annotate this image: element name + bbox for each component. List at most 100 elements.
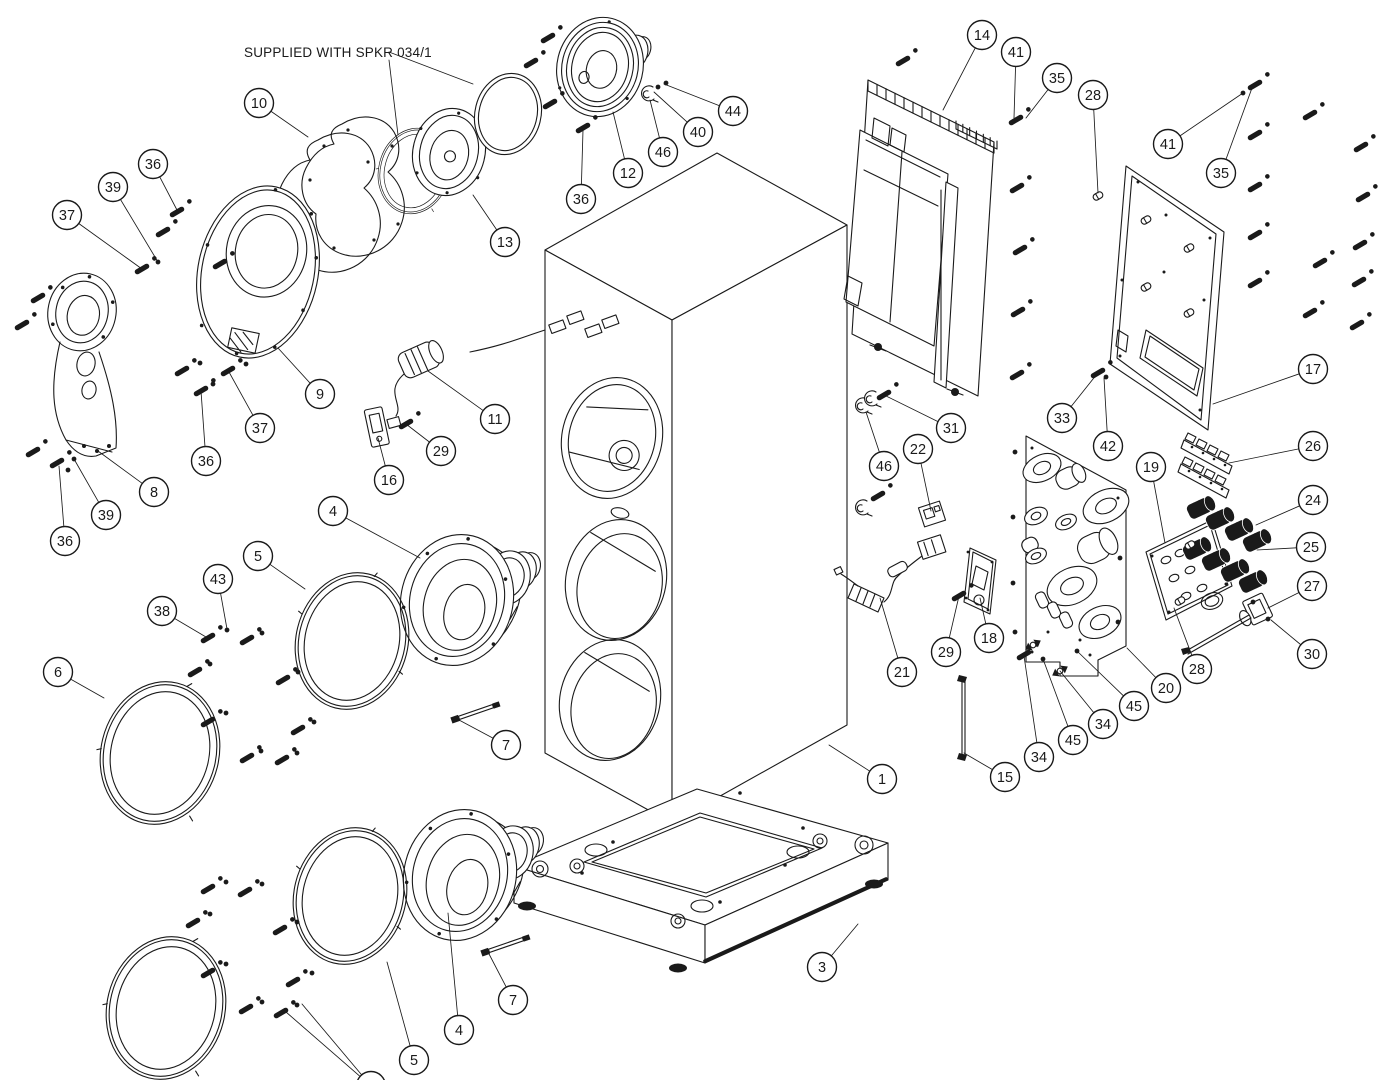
callout-number: 24 — [1305, 493, 1321, 509]
screw-dot — [243, 361, 249, 367]
callout-number: 11 — [487, 412, 502, 428]
callout-leader — [948, 595, 960, 639]
screw-bolt — [1355, 184, 1378, 203]
screw-dot — [294, 1002, 300, 1008]
screw-bolt — [1302, 300, 1325, 319]
screw-bolt — [187, 659, 210, 678]
screw-bolt — [1008, 107, 1031, 126]
callout-balloon-30 — [1296, 638, 1328, 670]
callout-leader — [1059, 670, 1095, 714]
callout-number: 28 — [1189, 662, 1205, 678]
callout-balloon-4 — [317, 495, 349, 527]
callout-balloon-4 — [443, 1014, 475, 1046]
callout-balloon-17 — [1297, 353, 1329, 385]
screw-dot — [207, 911, 213, 917]
screw-bolt — [540, 25, 563, 44]
screw-dot — [311, 719, 317, 725]
callout-balloon-29 — [425, 435, 457, 467]
wall-bracket-arm — [47, 272, 117, 457]
callout-balloon-1 — [866, 763, 898, 795]
trim-ring-upper — [277, 556, 426, 723]
cable-assembly — [386, 310, 620, 429]
rear-panel — [1109, 165, 1225, 431]
spike-rod — [957, 675, 967, 761]
callout-balloon-26 — [1297, 430, 1329, 462]
rivet-peg — [1140, 282, 1152, 292]
callout-number: 6 — [54, 665, 62, 681]
callout-leader — [879, 597, 899, 659]
note-leader-lines — [388, 51, 474, 136]
screw-dot — [655, 84, 661, 90]
screw-dot — [1012, 449, 1018, 455]
screw-dot — [223, 710, 229, 716]
callout-balloon-7 — [490, 729, 522, 761]
screw-bolt — [25, 439, 48, 458]
callout-leader — [979, 597, 987, 625]
callout-balloon-11 — [479, 403, 511, 435]
note-leader — [388, 59, 399, 136]
cabinet-cutout-middle — [564, 519, 668, 641]
screw-bolt — [239, 745, 262, 764]
callout-number: 44 — [725, 104, 741, 120]
screw-dot — [224, 627, 230, 633]
callout-balloon-39 — [90, 499, 122, 531]
callout-number: 22 — [910, 442, 926, 458]
callout-balloon-28 — [1077, 79, 1109, 111]
callout-balloon-5 — [398, 1044, 430, 1076]
callout-number: 39 — [105, 180, 121, 196]
callout-leader — [285, 1011, 361, 1077]
callout-leader — [1042, 658, 1069, 727]
callout-balloon-36 — [49, 525, 81, 557]
screw-bolt — [1247, 222, 1270, 241]
callout-balloon-46 — [868, 450, 900, 482]
lead-assembly-21 — [833, 555, 923, 613]
wing-screw — [1025, 639, 1041, 651]
callout-balloon-37 — [51, 199, 83, 231]
callout-balloon-22 — [902, 433, 934, 465]
callout-number: 4 — [455, 1023, 463, 1039]
callout-balloon-41 — [1000, 36, 1032, 68]
long-bolt — [450, 701, 501, 724]
callout-leader — [580, 129, 584, 185]
callout-leader — [1126, 647, 1157, 679]
screw-bolt — [200, 625, 223, 644]
screw-dot — [1103, 374, 1109, 380]
callout-leader — [73, 458, 100, 503]
callout-number: 17 — [1305, 362, 1321, 378]
screw-bolt — [30, 285, 53, 304]
screw-bolt — [49, 450, 72, 469]
callout-leader — [942, 47, 976, 111]
connector-22 — [917, 500, 947, 528]
screw-bolt — [285, 969, 308, 988]
callout-number: 4 — [329, 504, 337, 520]
callout-balloon-18 — [973, 622, 1005, 654]
screw-dot — [1117, 555, 1123, 561]
callout-leader — [1076, 650, 1124, 697]
screw-dot — [294, 750, 300, 756]
callout-leader — [1225, 87, 1253, 160]
screw-bolt — [238, 996, 261, 1015]
callout-leader — [828, 744, 871, 772]
amplifier-module — [843, 79, 998, 397]
callout-number: 34 — [1095, 717, 1111, 733]
screw-dot — [1010, 580, 1016, 586]
callout-leader — [830, 923, 859, 957]
callout-balloons: 1344556778910111213141516171819202122242… — [42, 19, 1329, 1080]
callout-number: 45 — [1065, 733, 1081, 749]
callout-leader — [200, 390, 206, 447]
screw-bolt — [155, 219, 178, 238]
callout-balloon-15 — [989, 761, 1021, 793]
callout-leader — [70, 678, 105, 699]
screw-dot — [1250, 599, 1256, 605]
screw-bolt — [1312, 250, 1335, 269]
callout-number: 35 — [1213, 166, 1229, 182]
callout-leader — [487, 951, 507, 988]
callout-number: 33 — [1054, 411, 1070, 427]
callout-leader — [228, 371, 254, 416]
screw-dot — [259, 999, 265, 1005]
screw-bolt — [1302, 102, 1325, 121]
callout-leader — [1256, 547, 1297, 551]
screw-dot — [223, 879, 229, 885]
